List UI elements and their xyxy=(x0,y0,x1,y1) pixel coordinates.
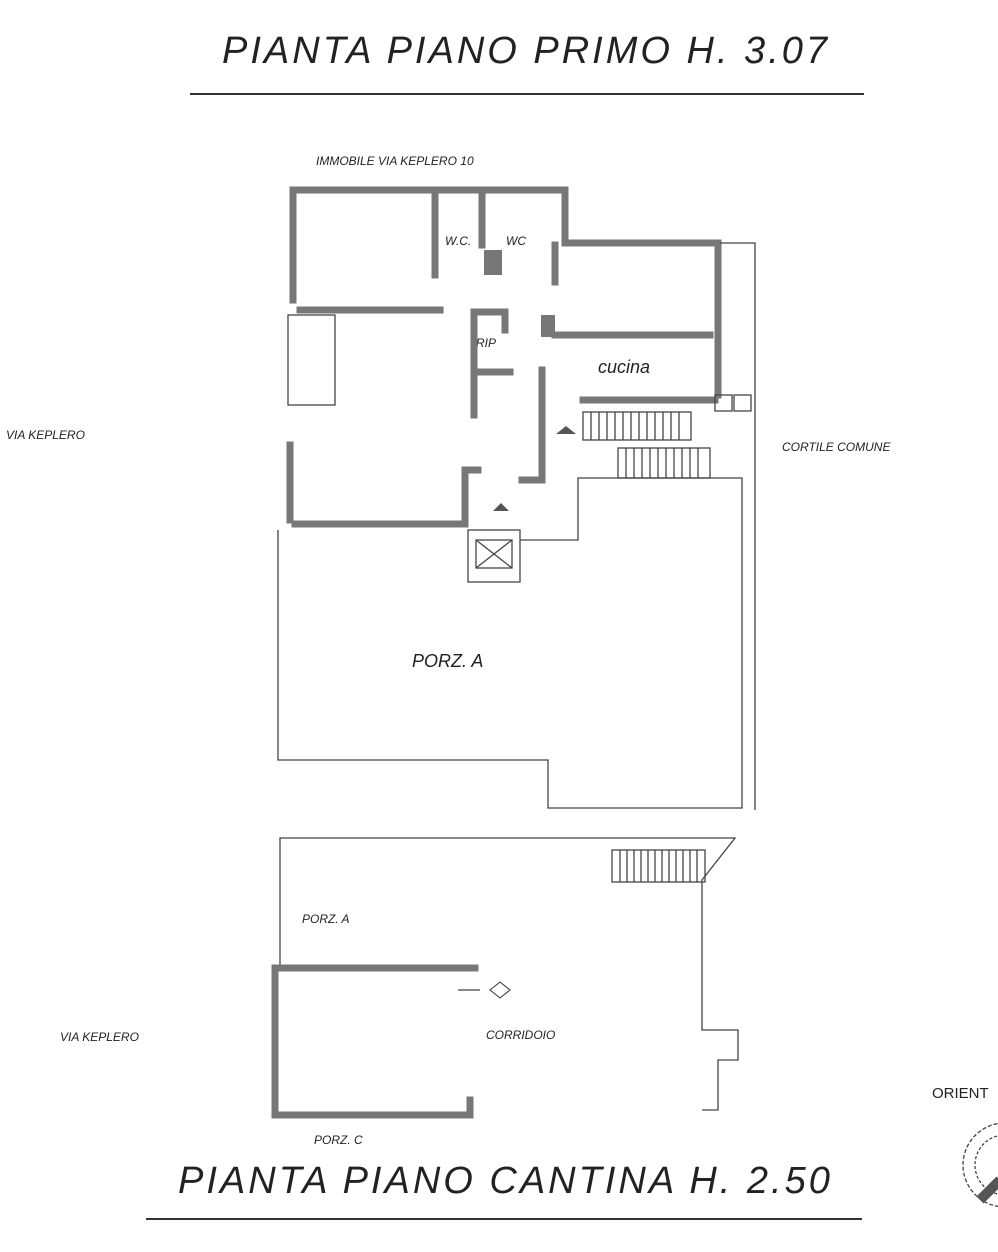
portion-a-label: PORZ. A xyxy=(412,651,484,671)
first-floor-title: PIANTA PIANO PRIMO H. 3.07 xyxy=(222,30,831,72)
courtyard-label: CORTILE COMUNE xyxy=(782,440,891,454)
cellar-portion-a-label: PORZ. A xyxy=(302,912,350,926)
cellar-plan xyxy=(271,837,739,1119)
wc2-label: WC xyxy=(506,234,526,248)
portion-c-label: PORZ. C xyxy=(314,1133,363,1147)
street-label-first: VIA KEPLERO xyxy=(6,428,85,442)
orientation-label: ORIENT xyxy=(932,1085,989,1102)
elevator xyxy=(467,529,521,583)
corridor-label: CORRIDOIO xyxy=(486,1028,556,1042)
first-floor-title-underline xyxy=(190,93,864,95)
wc1-label: W.C. xyxy=(445,234,472,248)
compass-icon xyxy=(962,1122,998,1208)
first-floor-outline xyxy=(277,242,756,810)
cellar-floor-title: PIANTA PIANO CANTINA H. 2.50 xyxy=(178,1160,833,1202)
entrance-arrow-icon xyxy=(493,426,576,511)
neighbor-building-label: IMMOBILE VIA KEPLERO 10 xyxy=(316,154,474,168)
kitchen-label: cucina xyxy=(598,357,651,377)
first-floor-walls xyxy=(286,186,722,528)
street-label-cellar: VIA KEPLERO xyxy=(60,1030,139,1044)
storage-label: RIP xyxy=(476,336,497,350)
cellar-floor-title-underline xyxy=(146,1218,862,1220)
staircase xyxy=(582,411,711,479)
